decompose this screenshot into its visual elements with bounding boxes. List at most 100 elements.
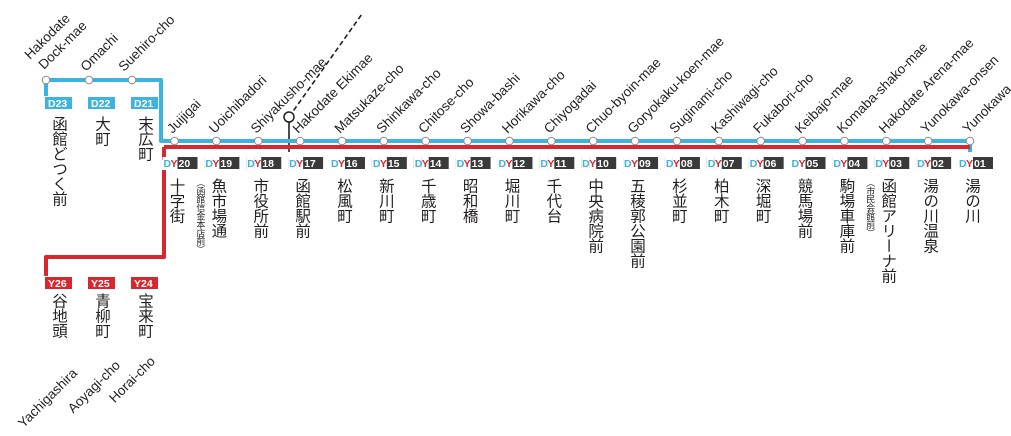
station-code-badge-d23: D23 bbox=[45, 97, 72, 110]
station-code-badge-y26: Y26 bbox=[45, 277, 72, 290]
badge-number: 03 bbox=[890, 158, 902, 170]
badge-number: 01 bbox=[974, 158, 986, 170]
station-name-ja-dy03: 函館アリーナ前 bbox=[879, 178, 898, 283]
badge-number: 09 bbox=[639, 158, 651, 170]
station-name-en-suehiro-cho: Suehiro-cho bbox=[116, 12, 178, 74]
station-dot-dy11 bbox=[547, 136, 556, 146]
station-name-ja-dy09: 五稜郭公園前 bbox=[628, 178, 647, 268]
station-name-ja-dy19: 魚市場通 bbox=[209, 178, 228, 238]
badge-number: 20 bbox=[179, 158, 191, 170]
badge-code: Y24 bbox=[134, 278, 153, 290]
badge-prefix-y: Y bbox=[966, 158, 973, 170]
station-dot-dy02 bbox=[923, 136, 933, 146]
station-dot-dy05 bbox=[798, 136, 807, 146]
badge-number: 12 bbox=[513, 158, 525, 170]
badge-code: Y26 bbox=[48, 278, 67, 290]
badge-number: 14 bbox=[430, 158, 442, 170]
badge-prefix-d: D bbox=[708, 158, 716, 170]
station-dot-dy07 bbox=[714, 136, 724, 146]
badge-prefix-d: D bbox=[875, 158, 883, 170]
station-name-ja-dy14: 千歳町 bbox=[418, 178, 437, 223]
badge-number: 11 bbox=[555, 158, 566, 170]
badge-code: D22 bbox=[91, 98, 110, 110]
station-name-ja-dy02: 湯の川温泉 bbox=[921, 178, 940, 253]
station-name-ja-y24: 宝来町 bbox=[136, 293, 154, 338]
badge-code: D21 bbox=[134, 98, 153, 110]
badge-prefix-y: Y bbox=[212, 158, 219, 170]
badge-number: 16 bbox=[346, 158, 358, 170]
badge-prefix-y: Y bbox=[757, 158, 764, 170]
station-dot-dy13 bbox=[463, 136, 472, 146]
badge-code: D23 bbox=[48, 98, 67, 110]
badge-code: Y25 bbox=[91, 278, 110, 290]
badge-prefix-y: Y bbox=[464, 158, 471, 170]
badge-prefix-y: Y bbox=[715, 158, 722, 170]
badge-prefix-y: Y bbox=[171, 158, 178, 170]
badge-prefix-y: Y bbox=[631, 158, 638, 170]
badge-number: 04 bbox=[848, 158, 860, 170]
station-name-ja-dy08: 杉並町 bbox=[669, 178, 688, 223]
station-name-ja-dy04: 駒場車庫前 bbox=[837, 178, 856, 253]
badge-number: 02 bbox=[932, 158, 944, 170]
station-dot-dy14 bbox=[421, 136, 431, 146]
station-dot-dy19 bbox=[212, 136, 221, 146]
station-name-en-juijigai: Juijigai bbox=[164, 96, 204, 136]
badge-prefix-d: D bbox=[331, 158, 339, 170]
station-dot-d23 bbox=[41, 75, 51, 85]
badge-number: 17 bbox=[304, 158, 316, 170]
badge-prefix-y: Y bbox=[422, 158, 429, 170]
badge-number: 13 bbox=[472, 158, 484, 170]
badge-prefix-y: Y bbox=[924, 158, 931, 170]
station-note-ja-dy03: （市民会館前） bbox=[864, 178, 875, 237]
station-name-ja-dy05: 競馬場前 bbox=[795, 178, 814, 238]
badge-prefix-d: D bbox=[205, 158, 213, 170]
station-markers bbox=[41, 75, 975, 146]
badge-prefix-d: D bbox=[457, 158, 465, 170]
station-code-badge-y25: Y25 bbox=[88, 277, 115, 290]
badge-prefix-y: Y bbox=[380, 158, 387, 170]
station-name-en-yunokawa-onsen: Yunokawa-onsen bbox=[918, 52, 1002, 136]
badge-prefix-d: D bbox=[833, 158, 841, 170]
station-name-ja-y25: 青柳町 bbox=[93, 293, 111, 338]
badge-number: 08 bbox=[681, 158, 693, 170]
station-dot-dy15 bbox=[379, 136, 389, 146]
badge-prefix-y: Y bbox=[505, 158, 512, 170]
badge-prefix-y: Y bbox=[254, 158, 261, 170]
badge-prefix-y: Y bbox=[882, 158, 889, 170]
station-dot-dy10 bbox=[588, 136, 598, 146]
badge-number: 05 bbox=[807, 158, 819, 170]
station-dot-dy03 bbox=[881, 136, 891, 146]
badge-prefix-d: D bbox=[917, 158, 925, 170]
station-dot-dy08 bbox=[672, 136, 682, 146]
station-name-ja-dy16: 松風町 bbox=[334, 178, 353, 223]
station-name-ja-dy18: 市役所前 bbox=[251, 178, 270, 238]
badge-prefix-d: D bbox=[792, 158, 800, 170]
badge-prefix-d: D bbox=[540, 158, 548, 170]
badge-number: 07 bbox=[723, 158, 735, 170]
badge-prefix-y: Y bbox=[338, 158, 345, 170]
badge-prefix-y: Y bbox=[589, 158, 596, 170]
station-name-en-omachi: Omachi bbox=[78, 31, 121, 74]
station-dot-dy16 bbox=[337, 136, 347, 146]
badge-prefix-d: D bbox=[750, 158, 758, 170]
station-name-ja-dy12: 堀川町 bbox=[502, 178, 521, 223]
badge-prefix-d: D bbox=[959, 158, 967, 170]
station-dot-dy09 bbox=[630, 136, 640, 146]
badge-prefix-y: Y bbox=[673, 158, 680, 170]
station-name-ja-dy13: 昭和橋 bbox=[460, 178, 479, 223]
station-dot-dy12 bbox=[505, 136, 514, 146]
station-name-ja-d22: 大町 bbox=[93, 116, 111, 146]
station-dot-dy20 bbox=[170, 136, 179, 146]
